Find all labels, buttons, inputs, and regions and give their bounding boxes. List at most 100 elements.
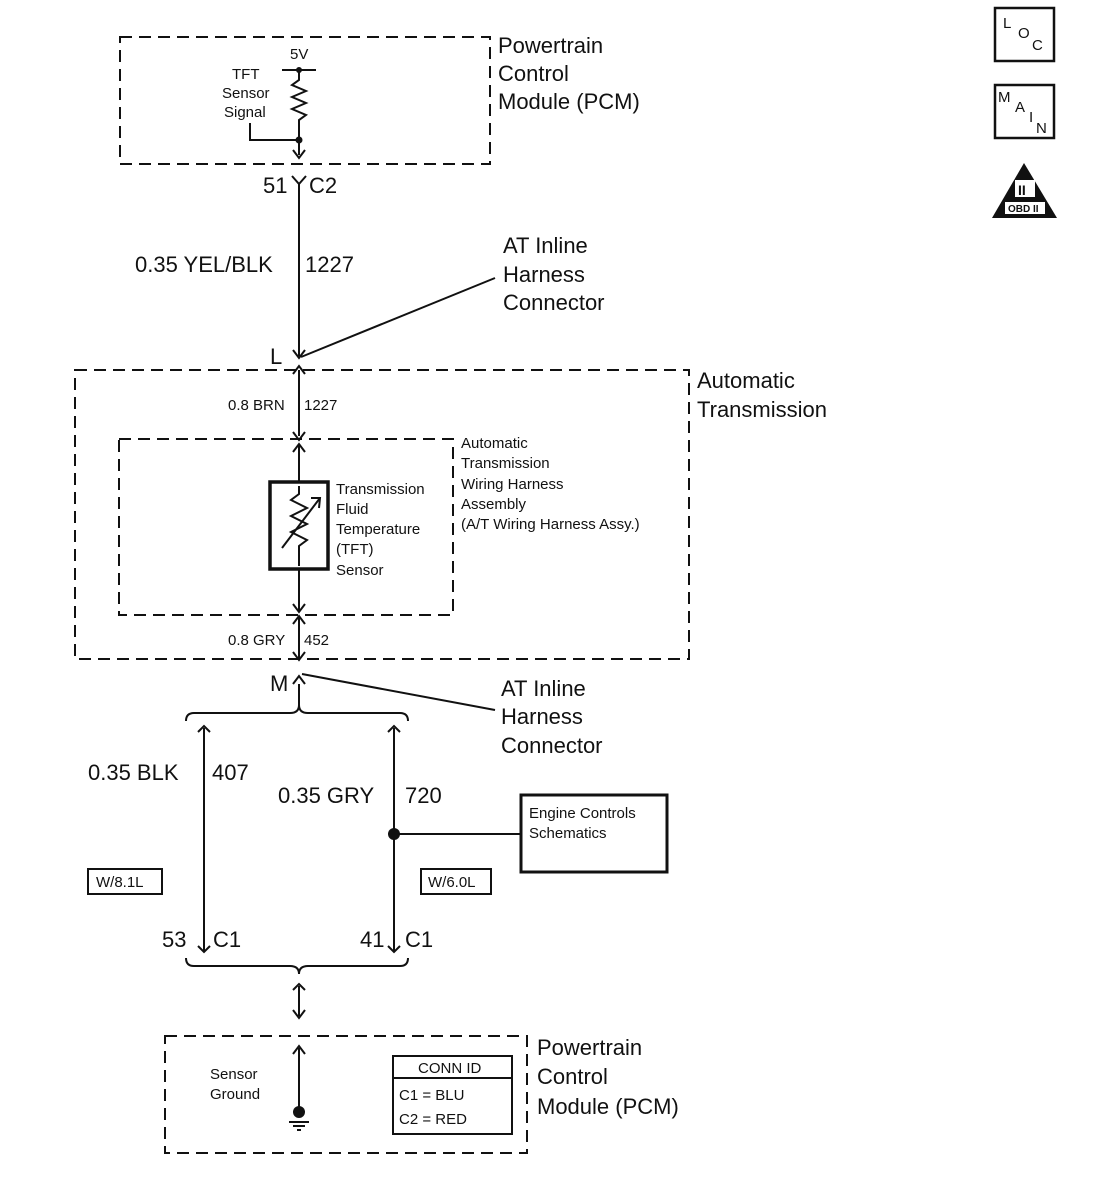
- sensor-ground-line1: Sensor: [210, 1066, 258, 1083]
- obd-ii-roman-bg: [1015, 180, 1035, 197]
- option-w60l-text: W/6.0L: [428, 874, 476, 891]
- merge-connector2-icon: [292, 1009, 306, 1020]
- merge-brace-bottom: [185, 957, 409, 975]
- harness-assembly-line2: Transmission: [461, 455, 550, 472]
- branch-right-bottom-icon: [387, 945, 401, 954]
- signal-tap-line: [249, 123, 299, 141]
- pcm-top-title-line3: Module (PCM): [498, 89, 640, 114]
- harness-assembly-boundary: [118, 438, 454, 616]
- engine-controls-line1: Engine Controls: [529, 805, 636, 822]
- harness-pin-top-icon: [292, 431, 306, 442]
- tft-signal-label-line1: TFT: [232, 66, 260, 83]
- loc-icon[interactable]: L O C: [993, 6, 1056, 63]
- loc-icon-letter-l: L: [1003, 15, 1011, 32]
- wire-720-circuit: 720: [405, 783, 442, 808]
- connector-l-label-line1: AT Inline: [503, 233, 588, 258]
- branch-left-top-icon: [197, 724, 211, 733]
- tft-sensor-line5: Sensor: [336, 562, 384, 579]
- tft-signal-label-line2: Sensor: [222, 85, 270, 102]
- main-icon[interactable]: M A I N: [993, 83, 1056, 140]
- pin-53: 53: [162, 927, 186, 952]
- branch-right-top-icon: [387, 724, 401, 733]
- pcm-bottom-title-line2: Control: [537, 1064, 608, 1089]
- option-w60l-badge: [420, 868, 492, 895]
- wire-1227-lower-gauge-color: 0.8 BRN: [228, 397, 285, 414]
- connector-l: L AT Inline Harness Connector: [270, 233, 605, 375]
- connector-l-label-line2: Harness: [503, 262, 585, 287]
- obd-ii-text: OBD II: [1008, 204, 1039, 215]
- connector-c1-left: C1: [213, 927, 241, 952]
- merge-connector-icon: [292, 982, 306, 991]
- connector-m-upper-icon: [292, 651, 306, 662]
- connector-m-leader-line: [301, 673, 496, 711]
- wire-407-circuit: 407: [212, 760, 249, 785]
- connector-c1-right: C1: [405, 927, 433, 952]
- conn-id-row-c2: C2 = RED: [399, 1111, 467, 1128]
- option-w81l-text: W/8.1L: [96, 874, 144, 891]
- connector-m-label-line3: Connector: [501, 733, 603, 758]
- connector-c2: C2: [309, 173, 337, 198]
- automatic-transmission-boundary: [74, 369, 690, 660]
- pcm-top-module: Powertrain Control Module (PCM) 5V TFT S…: [119, 33, 640, 198]
- tft-sensor-line4: (TFT): [336, 541, 373, 558]
- connector-m-lower-icon: [292, 674, 306, 685]
- main-icon-letter-m: M: [998, 89, 1011, 106]
- wire-720-gauge-color: 0.35 GRY: [278, 783, 375, 808]
- connector-m-pin: M: [270, 671, 288, 696]
- pcm-bottom-pin-icon: [292, 1044, 306, 1055]
- connector-l-label-line3: Connector: [503, 290, 605, 315]
- connector-l-pin: L: [270, 344, 282, 369]
- wire-452-gauge-color: 0.8 GRY: [228, 632, 285, 649]
- split-brace-top: [185, 704, 409, 722]
- wire-452-circuit: 452: [304, 632, 329, 649]
- engine-controls-schematics-ref[interactable]: [519, 793, 669, 874]
- thermistor-arrowhead-icon: [311, 497, 322, 509]
- voltage-5v-label: 5V: [290, 46, 308, 63]
- at-title-line2: Transmission: [697, 397, 827, 422]
- branch-right: 0.35 GRY 720 Engine Controls Schematics …: [278, 724, 669, 954]
- thermistor-icon: [288, 486, 310, 566]
- pcm-bottom-title-line1: Powertrain: [537, 1035, 642, 1060]
- wire-1227-upper-gauge-color: 0.35 YEL/BLK: [135, 252, 273, 277]
- pcm-pin-arrow-icon: [292, 149, 306, 160]
- pcm-bottom-title-line3: Module (PCM): [537, 1094, 679, 1119]
- tft-sensor-line1: Transmission: [336, 481, 425, 498]
- pcm-top-title-line1: Powertrain: [498, 33, 603, 58]
- pcm-top-title-line2: Control: [498, 61, 569, 86]
- wire-1227-upper-circuit: 1227: [305, 252, 354, 277]
- thermistor-variable-arrow: [281, 497, 321, 549]
- main-icon-frame: [993, 83, 1056, 140]
- connector-l-upper-icon: [292, 349, 306, 360]
- tft-sensor-line2: Fluid: [336, 501, 369, 518]
- loc-icon-letter-c: C: [1032, 37, 1043, 54]
- conn-id-border: [392, 1055, 513, 1135]
- main-icon-letter-a: A: [1015, 99, 1025, 116]
- pin-51: 51: [263, 173, 287, 198]
- loc-icon-letter-o: O: [1018, 25, 1030, 42]
- engine-controls-line2: Schematics: [529, 825, 607, 842]
- obd-ii-icon[interactable]: II OBD II: [992, 163, 1057, 218]
- connector-m-label-line1: AT Inline: [501, 676, 586, 701]
- wire-407-gauge-color: 0.35 BLK: [88, 760, 179, 785]
- option-w81l-badge: [87, 868, 163, 895]
- harness-assembly-line5: (A/T Wiring Harness Assy.): [461, 516, 640, 533]
- c2-connector-icon: [291, 175, 307, 186]
- tft-sensor-line3: Temperature: [336, 521, 420, 538]
- wire-1227-lower-circuit: 1227: [304, 397, 337, 414]
- main-icon-letter-n: N: [1036, 120, 1047, 137]
- connector-m: M AT Inline Harness Connector: [270, 651, 603, 758]
- connector-m-label-line2: Harness: [501, 704, 583, 729]
- obd-ii-text-bg: [1005, 202, 1045, 214]
- ground-icon: [289, 1121, 309, 1131]
- pcm-bottom-boundary: [164, 1035, 528, 1154]
- tft-signal-label-line3: Signal: [224, 104, 266, 121]
- harness-assembly-line1: Automatic: [461, 435, 528, 452]
- branch-left: 0.35 BLK 407 W/8.1L 53 C1: [87, 724, 249, 954]
- harness-pin-bottom-icon: [292, 603, 306, 614]
- conn-id-table: CONN ID C1 = BLU C2 = RED: [392, 1055, 513, 1135]
- main-icon-letter-i: I: [1029, 109, 1033, 126]
- pullup-resistor-icon: [289, 70, 309, 140]
- automatic-transmission: Automatic Transmission 0.8 BRN 1227 Auto…: [74, 368, 827, 660]
- connector-l-leader-line: [300, 277, 496, 358]
